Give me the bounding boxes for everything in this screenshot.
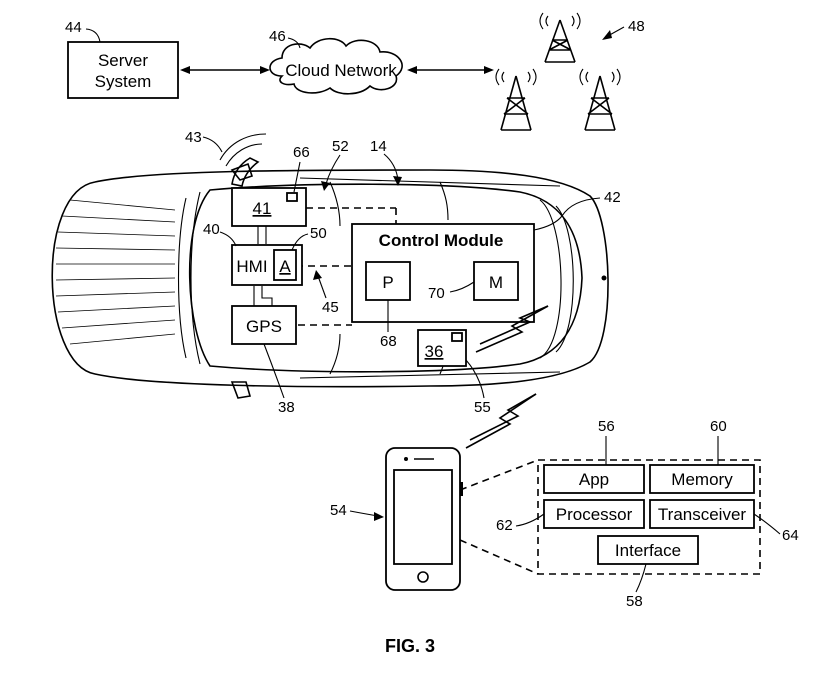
mobile-app-ref: 56 xyxy=(598,418,615,435)
server-leader xyxy=(85,28,101,43)
mobile-interface-box xyxy=(597,535,699,565)
vehicle-transceiver: 36 55 xyxy=(417,329,491,416)
cell-tower-2 xyxy=(495,68,537,131)
gps-box xyxy=(231,305,297,345)
memory-label: M xyxy=(489,273,503,292)
cloud-tower-link xyxy=(407,66,494,74)
control-module-ref: 42 xyxy=(604,189,621,206)
vehicle-body xyxy=(51,169,609,388)
hmi-label: HMI xyxy=(236,257,267,276)
telematics-unit: 41 66 xyxy=(231,144,310,227)
server-system: Server System 44 xyxy=(65,19,179,99)
mobile-interface-ref: 58 xyxy=(626,593,643,610)
processor-box xyxy=(365,261,411,301)
gps-label: GPS xyxy=(246,317,282,336)
mobile-transceiver-ref: 64 xyxy=(782,527,799,544)
mobile-components-frame xyxy=(537,459,761,575)
gps-ref: 38 xyxy=(278,399,295,416)
mobile-interface-label: Interface xyxy=(615,541,681,560)
wireless-link-phone xyxy=(465,393,537,449)
phone-screen xyxy=(393,469,453,565)
mobile-app-label: App xyxy=(579,470,609,489)
mobile-components: App Memory Processor Transceiver Interfa… xyxy=(537,459,761,575)
server-system-box xyxy=(67,41,179,99)
mobile-processor-label: Processor xyxy=(556,505,633,524)
mirror-bottom xyxy=(230,381,252,399)
mobile-transceiver-label: Transceiver xyxy=(658,505,747,524)
mobile-processor-ref: 62 xyxy=(496,517,513,534)
processor-label: P xyxy=(382,273,393,292)
cloud-network: Cloud Network 46 xyxy=(269,28,403,95)
mobile-app-box xyxy=(543,464,645,494)
bus-connections xyxy=(253,207,397,326)
processor-ref: 68 xyxy=(380,333,397,350)
mirror-top xyxy=(230,162,254,181)
hmi: HMI A 40 50 xyxy=(203,221,327,286)
figure-caption: FIG. 3 xyxy=(385,636,435,656)
app-icon-label: A xyxy=(279,257,291,276)
hmi-ref: 40 xyxy=(203,221,220,238)
connection: 45 xyxy=(313,270,339,316)
vehicle-transceiver-label: 36 xyxy=(425,342,444,361)
cloud-label: Cloud Network xyxy=(285,61,397,80)
server-label-line2: System xyxy=(95,72,152,91)
wireless-link-vehicle xyxy=(475,305,549,353)
cloud-ref: 46 xyxy=(269,28,286,45)
mobile-device-ref: 54 xyxy=(330,502,347,519)
vehicle-transceiver-ref: 55 xyxy=(474,399,491,416)
cell-tower-3 xyxy=(579,68,621,131)
vehicle: 14 xyxy=(51,138,609,399)
towers-ref: 48 xyxy=(628,18,645,35)
mobile-memory-ref: 60 xyxy=(710,418,727,435)
connection-ref: 45 xyxy=(322,299,339,316)
gps: GPS 38 xyxy=(231,305,297,416)
mobile-memory-label: Memory xyxy=(671,470,733,489)
vehicle-ref: 14 xyxy=(370,138,387,155)
hood-lines xyxy=(55,199,176,345)
mobile-processor-box xyxy=(543,499,645,529)
server-cloud-link xyxy=(180,66,270,74)
vehicle-bus-ref: 52 xyxy=(332,138,349,155)
app-icon-box xyxy=(273,249,297,281)
memory-box xyxy=(473,261,519,301)
cell-tower-1 xyxy=(539,12,581,63)
server-ref: 44 xyxy=(65,19,82,36)
vehicle-bus: 52 xyxy=(321,138,349,191)
control-module: Control Module P M 68 70 42 xyxy=(351,189,621,350)
telematics-antenna-port xyxy=(286,192,298,202)
antenna: 43 xyxy=(185,129,267,187)
app-icon-ref: 50 xyxy=(310,225,327,242)
memory-ref: 70 xyxy=(428,285,445,302)
cell-towers: 48 xyxy=(495,12,645,131)
control-module-title: Control Module xyxy=(379,231,504,250)
server-label-line1: Server xyxy=(98,51,148,70)
phone-home-button xyxy=(417,571,429,583)
telematics-label: 41 xyxy=(253,199,272,218)
cloud-outline xyxy=(269,37,403,95)
vehicle-cabin xyxy=(188,183,583,373)
mobile-memory-box xyxy=(649,464,755,494)
mobile-device: 54 xyxy=(330,447,463,591)
phone-camera xyxy=(404,457,408,461)
telematics-antenna-ref: 66 xyxy=(293,144,310,161)
antenna-ref: 43 xyxy=(185,129,202,146)
